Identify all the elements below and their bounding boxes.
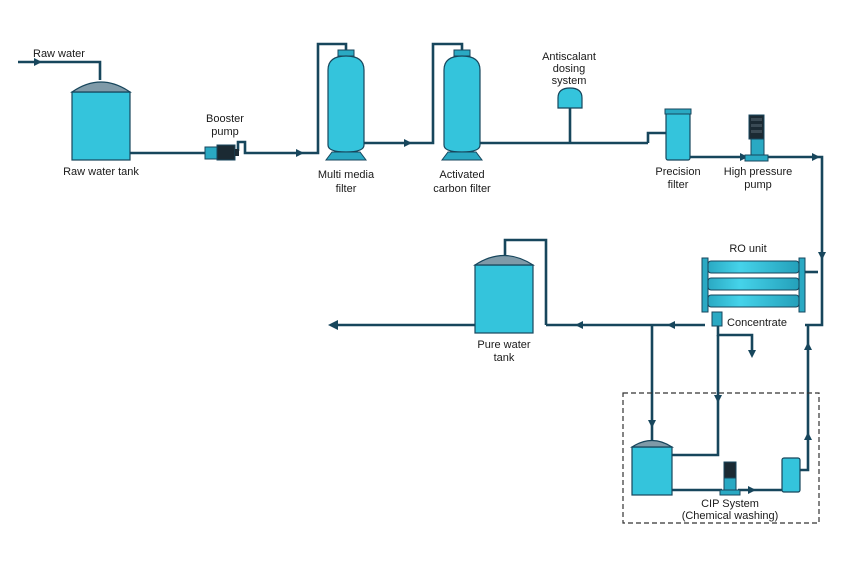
activated-carbon-filter (441, 49, 483, 161)
label-pure-water-2: tank (494, 352, 515, 364)
label-booster-pump-1: Booster (206, 113, 244, 125)
arrow-cip-return (714, 395, 722, 403)
cip-pump (719, 461, 741, 496)
arrow-after-hpp (812, 153, 820, 161)
label-multi-media-1: Multi media (318, 169, 375, 181)
arrow-to-hpp (740, 153, 748, 161)
arrow-down-feed (818, 252, 826, 260)
multi-media-filter (325, 49, 367, 161)
label-cip-1: CIP System (701, 498, 759, 510)
flow-arrows (34, 58, 826, 494)
label-raw-water: Raw water (33, 48, 85, 60)
arrow-to-acf (404, 139, 412, 147)
cip-system (622, 392, 820, 524)
label-concentrate: Concentrate (727, 317, 787, 329)
arrow-concentrate-out (748, 350, 756, 358)
cip-filter (781, 457, 801, 493)
arrow-cip-up-2 (804, 342, 812, 350)
arrow-cip-up (804, 432, 812, 440)
arrow-pure-out (328, 320, 338, 330)
label-antiscalant-2: dosing (553, 63, 585, 75)
label-cip-2: (Chemical washing) (682, 510, 779, 522)
label-ro-unit: RO unit (729, 243, 766, 255)
ro-membrane-1 (707, 260, 800, 274)
label-precision-1: Precision (655, 166, 700, 178)
raw-water-tank (70, 81, 132, 161)
label-multi-media-2: filter (336, 183, 357, 195)
arrow-raw-in (34, 58, 42, 66)
label-booster-pump-2: pump (211, 126, 239, 138)
label-hp-pump-1: High pressure (724, 166, 792, 178)
label-raw-water-tank: Raw water tank (63, 166, 139, 178)
cip-border (622, 392, 820, 524)
arrow-permeate-1 (667, 321, 675, 329)
ro-unit (701, 257, 806, 327)
label-hp-pump-2: pump (744, 179, 772, 191)
arrow-cip-down (648, 420, 656, 428)
antiscalant-dosing-tank (557, 87, 583, 109)
label-antiscalant-1: Antiscalant (542, 51, 596, 63)
label-pure-water-1: Pure water (477, 339, 531, 351)
booster-pump (204, 144, 239, 161)
arrow-cip-pump (748, 486, 756, 494)
high-pressure-pump (744, 114, 769, 162)
ro-membrane-3 (707, 294, 800, 308)
pure-water-tank (472, 255, 536, 334)
label-precision-2: filter (668, 179, 689, 191)
ro-membrane-2 (707, 277, 800, 291)
label-antiscalant-3: system (552, 75, 587, 87)
pipe-network (18, 42, 824, 492)
precision-filter (664, 108, 692, 161)
arrow-to-mmf (296, 149, 304, 157)
cip-tank (629, 439, 675, 496)
arrow-permeate-2 (575, 321, 583, 329)
label-carbon-1: Activated (439, 169, 484, 181)
labels: Raw water Raw water tank Booster pump Mu… (33, 48, 792, 522)
label-carbon-2: carbon filter (433, 183, 491, 195)
